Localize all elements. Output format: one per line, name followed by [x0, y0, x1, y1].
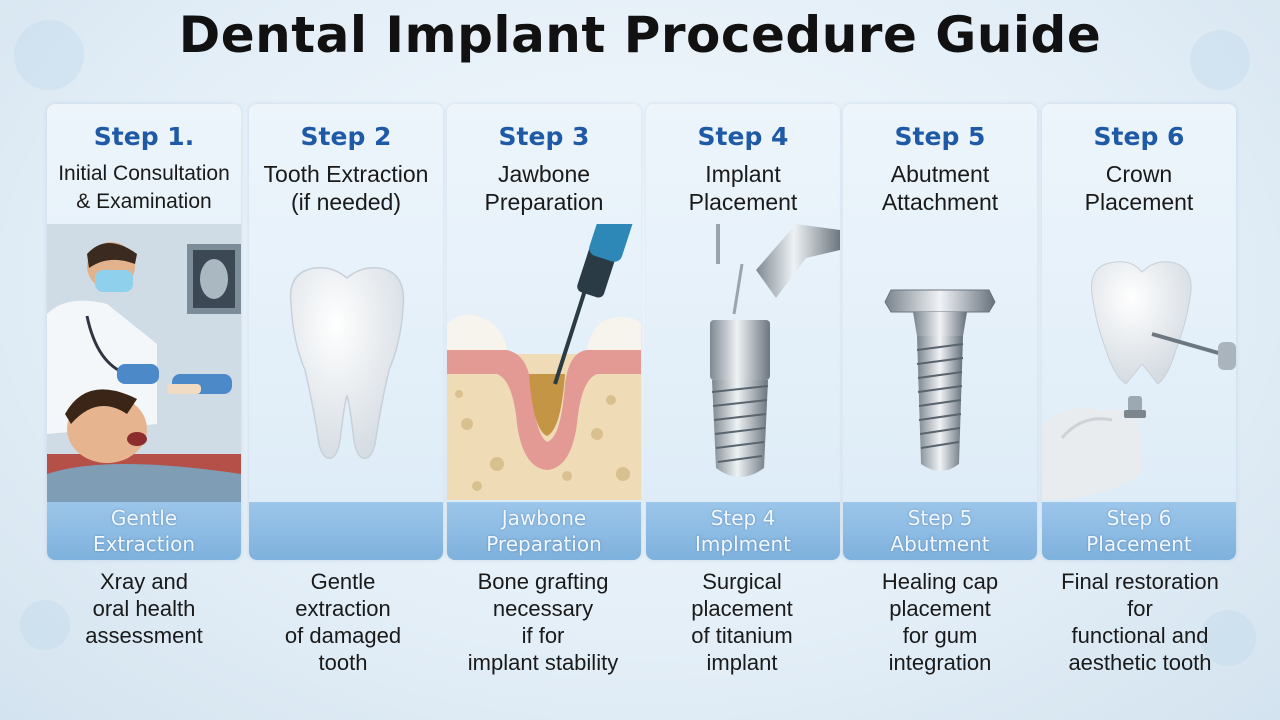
step-number: Step 5 [894, 122, 986, 151]
step-band: Step 6 Placement [1042, 502, 1236, 560]
background-bubble [1190, 30, 1250, 90]
step-card-5: Step 5 Abutment Attachment Step 5 Abutme… [843, 104, 1037, 560]
step-band: Step 5 Abutment [843, 502, 1037, 560]
step-number: Step 2 [300, 122, 392, 151]
step-number: Step 4 [697, 122, 789, 151]
step-title: Jawbone Preparation [484, 161, 604, 215]
implant-screw-illustration [710, 224, 840, 477]
step-band: Jawbone Preparation [447, 502, 641, 560]
step-description-6: Final restoration for functional and aes… [1061, 569, 1219, 675]
step-number: Step 6 [1093, 122, 1185, 151]
step-description-5: Healing cap placement for gum integratio… [881, 569, 999, 675]
step-number: Step 3 [498, 122, 590, 151]
step-title: Tooth Extraction (if needed) [263, 161, 429, 215]
step-title: Abutment Attachment [881, 161, 999, 215]
step-card-6: Step 6 Crown Placement Step 6 Placement [1042, 104, 1236, 560]
step-description-3: Bone grafting necessary if for implant s… [467, 569, 619, 675]
step-description-1: Xray and oral health assessment [85, 569, 203, 648]
tooth-illustration [289, 266, 405, 459]
step-description-2: Gentle extraction of damaged tooth [284, 569, 402, 675]
background-bubble [20, 600, 70, 650]
step-card-2: Step 2 Tooth Extraction (if needed) [249, 104, 443, 560]
step-title: Crown Placement [1084, 161, 1194, 215]
step-band: Step 4 Implment [646, 502, 840, 560]
step-card-1: Step 1. Initial Consultation & Examinati… [47, 104, 241, 560]
crown-illustration [1042, 261, 1236, 500]
step-title: Initial Consultation & Examination [58, 162, 230, 213]
background-bubble [1200, 610, 1256, 666]
step-number: Step 1. [93, 122, 195, 151]
jawbone-drill-illustration [447, 224, 641, 500]
dentist-patient-illustration [47, 224, 241, 504]
step-card-3: Step 3 Jawbone Preparation Jawbone Prepa… [447, 104, 641, 560]
step-title: Implant Placement [688, 161, 798, 215]
step-description-4: Surgical placement of titanium implant [691, 569, 793, 675]
step-card-4: Step 4 Implant Placement Step 4 Implment [646, 104, 840, 560]
background-bubble [14, 20, 84, 90]
step-band [249, 502, 443, 560]
abutment-illustration [884, 289, 996, 471]
step-band: Gentle Extraction [47, 502, 241, 560]
page-title: Dental Implant Procedure Guide [178, 6, 1102, 64]
